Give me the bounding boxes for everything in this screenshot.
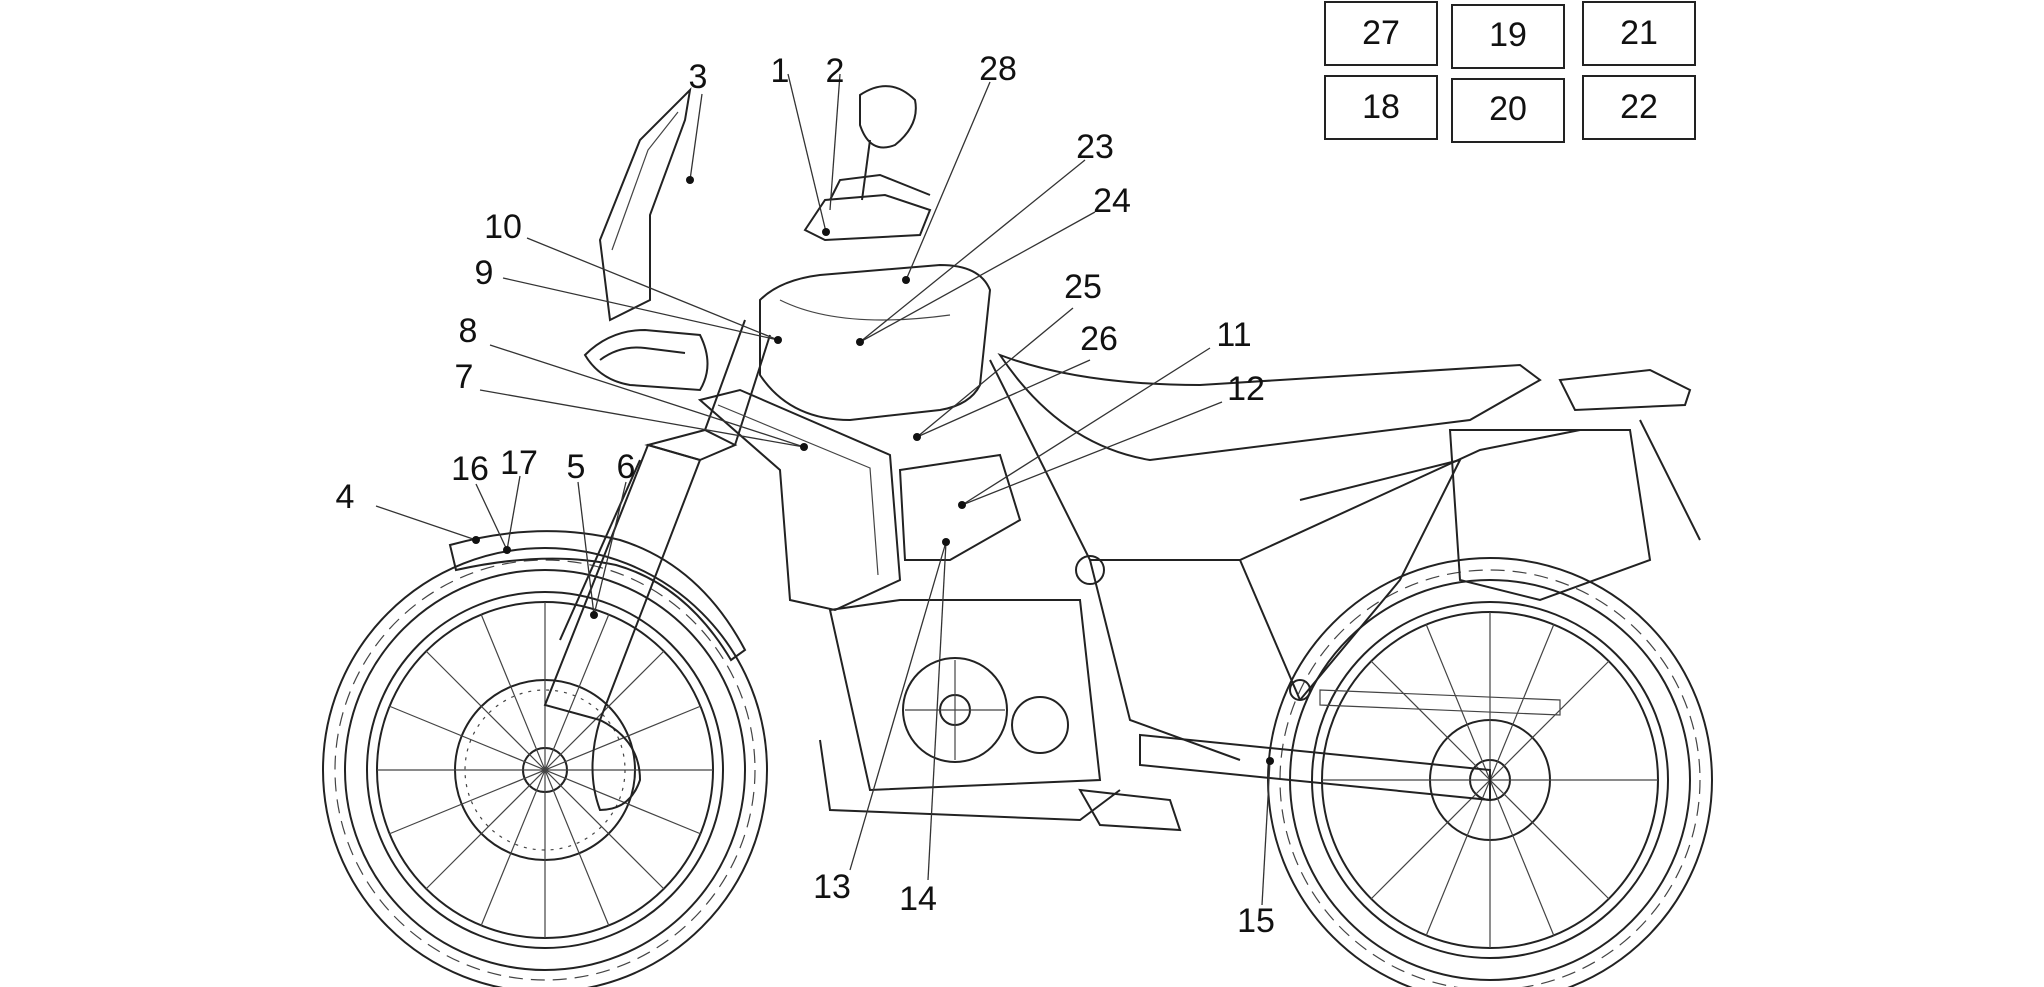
box-19 bbox=[1451, 4, 1565, 69]
handguard bbox=[803, 193, 932, 242]
side-fairing bbox=[697, 388, 902, 612]
windscreen bbox=[598, 87, 692, 322]
callout-23: 23 bbox=[1076, 128, 1114, 166]
reference-boxes: 27 19 21 18 20 22 bbox=[1324, 1, 1696, 143]
callout-8: 8 bbox=[459, 312, 478, 350]
seat bbox=[997, 352, 1542, 462]
box-label-27: 27 bbox=[1362, 14, 1400, 52]
callout-7: 7 bbox=[455, 358, 474, 396]
callout-3: 3 bbox=[689, 58, 708, 96]
callout-25: 25 bbox=[1064, 268, 1102, 306]
engine bbox=[819, 599, 1121, 822]
marker-dots bbox=[472, 176, 1274, 765]
mirror bbox=[859, 85, 917, 149]
callout-12: 12 bbox=[1227, 370, 1265, 408]
callout-15: 15 bbox=[1237, 902, 1275, 940]
fuel-tank bbox=[759, 263, 992, 422]
callout-1: 1 bbox=[771, 52, 790, 90]
callout-17: 17 bbox=[500, 444, 538, 482]
callout-24: 24 bbox=[1093, 182, 1131, 220]
box-label-21: 21 bbox=[1620, 14, 1658, 52]
leader-lines bbox=[375, 73, 1271, 906]
front-fork bbox=[543, 319, 771, 722]
callout-11: 11 bbox=[1216, 316, 1251, 354]
callout-26: 26 bbox=[1080, 320, 1118, 358]
box-27 bbox=[1324, 1, 1438, 66]
callout-10: 10 bbox=[484, 208, 522, 246]
frame bbox=[989, 359, 1581, 761]
callout-5: 5 bbox=[567, 448, 586, 486]
rear-rack bbox=[1558, 368, 1692, 412]
box-18 bbox=[1324, 75, 1438, 140]
box-21 bbox=[1582, 1, 1696, 66]
callout-labels: 1 2 3 4 5 6 7 8 9 10 11 12 13 14 15 16 1… bbox=[336, 50, 1275, 940]
headlight bbox=[583, 328, 709, 392]
side-case bbox=[1448, 429, 1652, 602]
front-fender bbox=[448, 530, 747, 662]
front-wheel bbox=[322, 547, 768, 987]
box-22 bbox=[1582, 75, 1696, 140]
box-label-22: 22 bbox=[1620, 88, 1658, 126]
swingarm bbox=[1139, 733, 1491, 802]
callout-2: 2 bbox=[826, 52, 845, 90]
callout-9: 9 bbox=[475, 254, 494, 292]
box-20 bbox=[1451, 78, 1565, 143]
box-label-19: 19 bbox=[1489, 16, 1527, 54]
callout-16: 16 bbox=[451, 450, 489, 488]
callout-14: 14 bbox=[899, 880, 937, 918]
box-label-20: 20 bbox=[1489, 90, 1527, 128]
callout-28: 28 bbox=[979, 50, 1017, 88]
callout-4: 4 bbox=[336, 478, 355, 516]
callout-6: 6 bbox=[617, 448, 636, 486]
motorcycle-drawing bbox=[322, 85, 1713, 987]
box-label-18: 18 bbox=[1362, 88, 1400, 126]
callout-13: 13 bbox=[813, 868, 851, 906]
